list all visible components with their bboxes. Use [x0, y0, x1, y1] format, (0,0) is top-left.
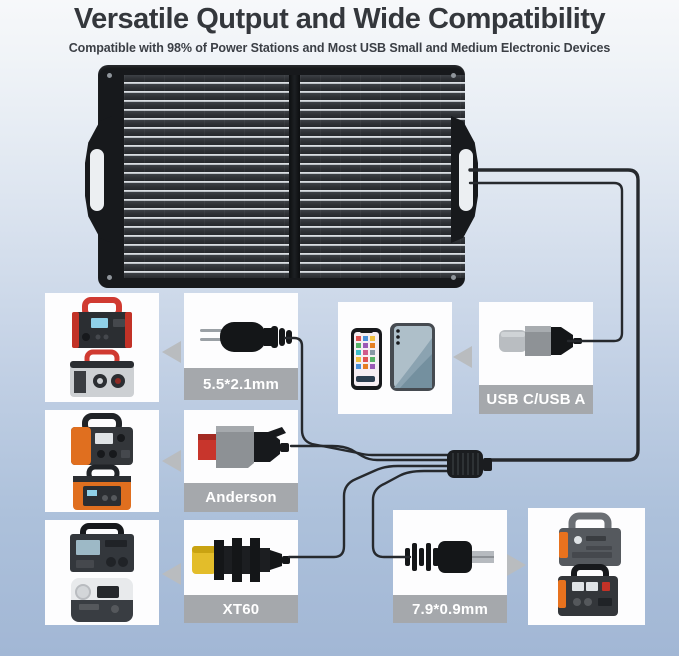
connector-label-anderson: Anderson — [184, 483, 298, 512]
connector-label-dc5521: 5.5*2.1mm — [184, 368, 298, 400]
device-card-power-stations-1 — [45, 293, 159, 402]
panel-fold-line — [289, 75, 300, 278]
connector-card-xt60: XT60 — [184, 520, 298, 623]
power-stations-image — [45, 293, 159, 402]
anderson-connector-icon — [184, 410, 298, 483]
device-card-power-stations-3 — [45, 520, 159, 625]
device-card-power-stations-4 — [528, 508, 645, 625]
power-stations-image — [528, 508, 645, 625]
arrow-left-icon — [162, 450, 181, 472]
handle-slot — [90, 149, 104, 211]
page-title: Versatile Qutput and Wide Compatibility — [73, 3, 606, 35]
power-stations-image — [45, 410, 159, 512]
screw-icon — [107, 73, 112, 78]
xt60-connector-icon — [184, 520, 298, 595]
connector-label-xt60: XT60 — [184, 595, 298, 623]
connector-card-dc5521: 5.5*2.1mm — [184, 293, 298, 400]
arrow-right-icon — [507, 554, 526, 576]
connector-label-dc7909: 7.9*0.9mm — [393, 595, 507, 623]
dc5521-connector-icon — [184, 293, 298, 368]
solar-cells-left — [124, 75, 289, 278]
connector-label-usb: USB C/USB A — [479, 385, 593, 414]
connector-card-anderson: Anderson — [184, 410, 298, 512]
screw-icon — [107, 275, 112, 280]
connector-card-dc7909: 7.9*0.9mm — [393, 510, 507, 623]
screw-icon — [451, 275, 456, 280]
handle-slot — [459, 149, 473, 211]
power-stations-image — [45, 520, 159, 625]
solar-cells-right — [300, 75, 465, 278]
page-subtitle: Compatible with 98% of Power Stations an… — [68, 41, 611, 55]
arrow-left-icon — [453, 346, 472, 368]
panel-handle-right — [451, 116, 478, 243]
solar-panel-frame — [98, 65, 465, 288]
cable-splitter-icon — [447, 450, 492, 478]
dc7909-connector-icon — [393, 510, 507, 595]
connector-card-usb: USB C/USB A — [479, 302, 593, 414]
panel-handle-left — [85, 116, 112, 243]
smartphones-image — [338, 302, 452, 414]
arrow-left-icon — [162, 341, 181, 363]
screw-icon — [451, 73, 456, 78]
anderson-cable — [289, 444, 451, 462]
solar-panel-image — [85, 63, 478, 290]
device-card-power-stations-2 — [45, 410, 159, 512]
device-card-phones — [338, 302, 452, 414]
arrow-left-icon — [162, 563, 181, 585]
usb-connector-icon — [479, 302, 593, 385]
